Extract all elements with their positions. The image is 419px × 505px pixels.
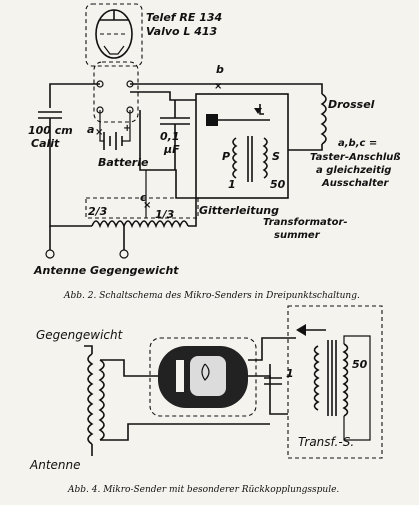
- point-c-cross: ×: [143, 200, 151, 211]
- coupling-coil-left: [87, 353, 94, 445]
- transformer-primary-coil: [232, 137, 238, 179]
- transformer-P-label: P: [222, 150, 230, 163]
- point-a-cross: ×: [95, 127, 103, 138]
- wire: [248, 337, 296, 361]
- point-a-label: a: [87, 123, 94, 136]
- figure-1-schematic: Telef RE 134 Valvo L 413 b × 100 cm Cali…: [28, 3, 401, 301]
- coil-box-outline: [85, 197, 199, 219]
- fig2-interrupter-contact: [296, 324, 306, 336]
- transformer-secondary-coil: [262, 137, 268, 179]
- fig2-transformer-label: Transf.-S.: [298, 435, 354, 449]
- key-note-line1: a,b,c =: [338, 138, 377, 149]
- capacitor-mid-value: 0,1: [160, 130, 180, 143]
- point-c-label: c: [140, 191, 147, 204]
- key-note-line2: Taster-Anschluß: [310, 152, 401, 163]
- key-note-line3: a gleichzeitig: [316, 165, 391, 176]
- tuning-coil: [91, 220, 189, 229]
- wire-top: [130, 83, 323, 94]
- counterpoise-terminal: [119, 249, 129, 259]
- battery-label: Batterie: [98, 156, 149, 169]
- wire: [100, 359, 158, 377]
- transformer-summer-box: [195, 93, 289, 199]
- coil-one-third-label: 1/3: [155, 208, 175, 221]
- coupling-coil-right: [98, 359, 105, 441]
- summer-hammer: [206, 114, 218, 126]
- tube-shield-outline: [85, 3, 143, 67]
- antenna-label: Antenne: [33, 264, 87, 277]
- fig2-tube-shield: [149, 337, 257, 417]
- capacitor-mid-unit: µF: [163, 143, 180, 156]
- winding-50-label: 50: [270, 178, 286, 191]
- counterpoise-label: Gegengewicht: [90, 264, 179, 277]
- wire: [49, 83, 100, 108]
- fig2-antenna-label: Antenne: [29, 458, 81, 472]
- transformer-S-label: S: [272, 150, 280, 163]
- wire: [248, 375, 288, 415]
- figure-2-caption: Abb. 4. Mikro-Sender mit besonderer Rück…: [67, 485, 339, 495]
- fig2-winding-1-label: 1: [286, 367, 294, 380]
- point-b-label: b: [216, 63, 224, 76]
- wire: [130, 91, 196, 101]
- fig2-secondary-coil: [342, 343, 349, 417]
- transformer-summer-line2: summer: [274, 230, 321, 241]
- drossel-coil: [320, 93, 327, 145]
- tube-label-line1: Telef RE 134: [146, 11, 222, 24]
- battery-plus: +: [123, 123, 131, 134]
- gitterleitung-label: Gitterleitung: [199, 204, 279, 217]
- capacitor-left-value: 100 cm: [28, 124, 73, 137]
- fig2-tube-anode: [176, 360, 184, 392]
- tube-label-line2: Valvo L 413: [146, 25, 218, 38]
- fig2-primary-coil: [313, 345, 320, 411]
- figure-2-schematic: Gegengewicht Antenne 1: [29, 305, 383, 495]
- fig2-transformer-box: [287, 305, 383, 459]
- transformer-summer-line1: Transformator-: [263, 217, 348, 228]
- capacitor-left-type: Calit: [31, 137, 60, 150]
- tube-socket-outline: [93, 61, 139, 123]
- wire: [100, 423, 270, 441]
- antenna-terminal: [45, 249, 55, 259]
- point-b-cross: ×: [214, 81, 222, 92]
- fig2-counterpoise-label: Gegengewicht: [36, 328, 124, 342]
- fig2-winding-50-label: 50: [352, 358, 368, 371]
- wire: [139, 110, 177, 188]
- key-note-line4: Ausschalter: [321, 178, 390, 189]
- coil-two-thirds-label: 2/3: [88, 205, 108, 218]
- winding-1-label: 1: [228, 178, 236, 191]
- drossel-label: Drossel: [328, 98, 375, 111]
- figure-1-caption: Abb. 2. Schaltschema des Mikro-Senders i…: [63, 291, 360, 301]
- tube-filament: [103, 45, 125, 55]
